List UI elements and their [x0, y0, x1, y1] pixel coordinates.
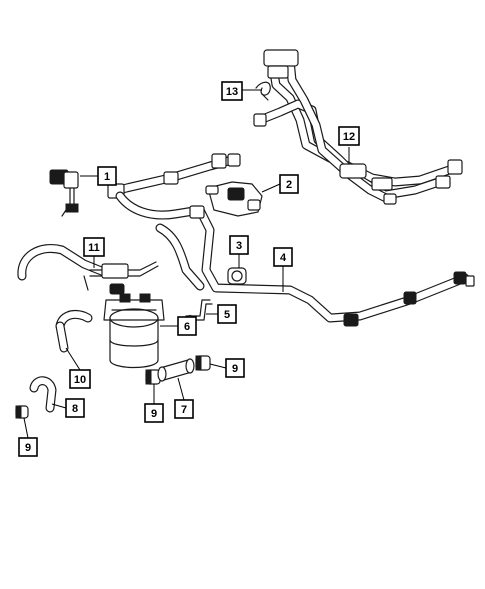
callout-5: 5: [217, 304, 237, 324]
part-hose-clamp-right: [195, 355, 211, 371]
callout-12-label: 12: [343, 131, 355, 143]
part-elbow-hose: [29, 376, 57, 413]
part-fuel-pressure-sensor: [49, 169, 79, 217]
callout-3-label: 3: [236, 240, 242, 252]
callout-13-label: 13: [226, 86, 238, 98]
part-bracket-valve-assembly: [205, 181, 263, 217]
part-fuel-line-bundle-upper: [253, 49, 463, 205]
part-fuel-supply-line: [115, 191, 475, 327]
part-clip: [255, 81, 271, 101]
callout-8-label: 8: [72, 403, 78, 415]
callout-9-right-label: 9: [232, 363, 238, 375]
part-return-hose-assembly: [17, 244, 159, 295]
callout-6: 6: [177, 316, 197, 336]
callout-3: 3: [229, 235, 249, 255]
part-fuel-filter: [103, 293, 165, 369]
callout-10: 10: [69, 369, 91, 389]
callout-11: 11: [83, 237, 105, 257]
part-grommet: [227, 267, 247, 285]
callout-7: 7: [174, 399, 194, 419]
callout-8: 8: [65, 398, 85, 418]
callout-9-right: 9: [225, 358, 245, 378]
part-filter-hose: [55, 309, 93, 353]
callout-5-label: 5: [224, 309, 230, 321]
callout-7-label: 7: [181, 404, 187, 416]
callout-9-left-label: 9: [25, 442, 31, 454]
callout-11-label: 11: [88, 242, 100, 254]
leader-lines: [23, 89, 350, 439]
callout-4-label: 4: [280, 252, 287, 264]
callout-2: 2: [279, 174, 299, 194]
callout-1-label: 1: [104, 171, 110, 183]
callout-1: 1: [97, 166, 117, 186]
callout-13: 13: [221, 81, 243, 101]
callout-9-center: 9: [144, 403, 164, 423]
part-hose-clamp-left: [15, 405, 29, 419]
callout-9-center-label: 9: [151, 408, 157, 420]
callout-4: 4: [273, 247, 293, 267]
callout-9-left: 9: [18, 437, 38, 457]
callout-2-label: 2: [286, 179, 292, 191]
callout-6-label: 6: [184, 321, 190, 333]
part-connector-hose: [157, 358, 195, 382]
callout-10-label: 10: [74, 374, 86, 386]
callout-12: 12: [338, 126, 360, 146]
